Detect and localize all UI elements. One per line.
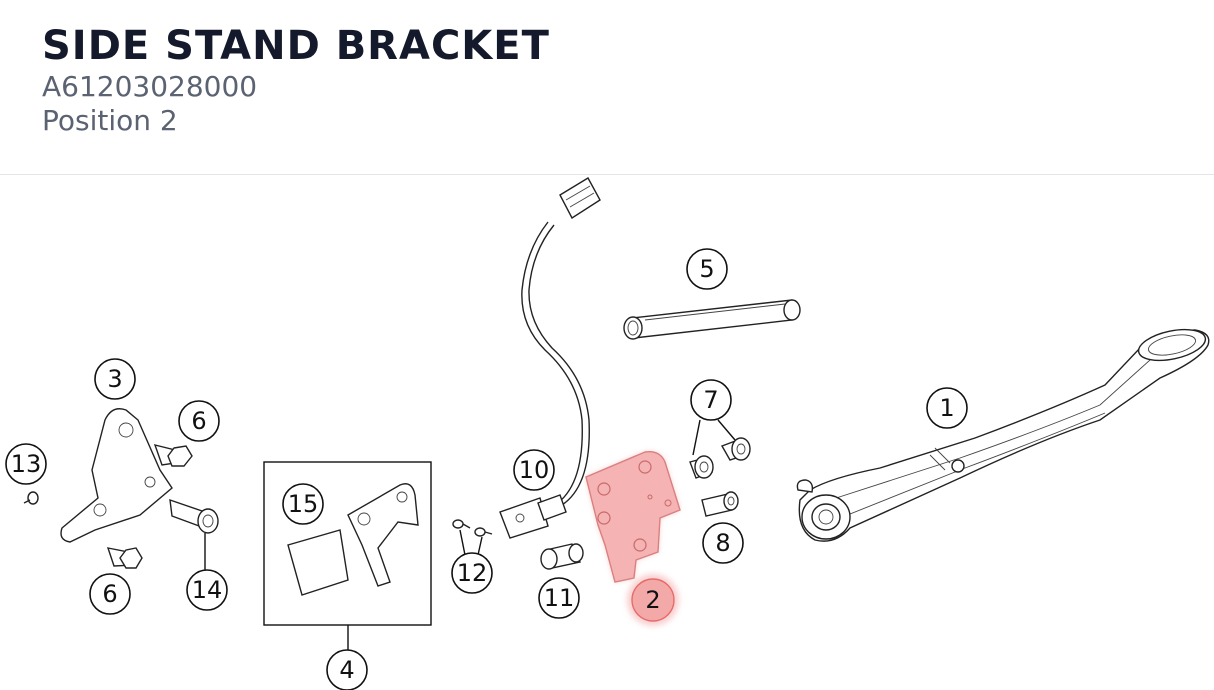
callout-2-highlighted[interactable]: 2 <box>627 574 679 626</box>
callout-3[interactable]: 3 <box>94 358 136 400</box>
header-divider <box>0 174 1214 175</box>
part-3-frame-bracket <box>60 408 173 543</box>
part-7-bolts <box>689 437 751 479</box>
part-6-nut-lower <box>106 547 143 569</box>
callout-11[interactable]: 11 <box>538 577 580 619</box>
svg-text:1: 1 <box>939 394 954 422</box>
callout-4[interactable]: 4 <box>326 649 368 690</box>
svg-text:10: 10 <box>519 456 550 484</box>
callout-1[interactable]: 1 <box>926 387 968 429</box>
svg-text:14: 14 <box>192 576 223 604</box>
part-13-screw <box>23 491 39 505</box>
part-12-screws <box>452 519 493 537</box>
svg-text:15: 15 <box>288 490 319 518</box>
svg-text:13: 13 <box>11 450 42 478</box>
part-8-bolt <box>701 491 739 517</box>
page-title: SIDE STAND BRACKET <box>42 23 550 69</box>
part-11-bushing <box>540 543 584 570</box>
header: SIDE STAND BRACKET A61203028000 Position… <box>42 22 550 138</box>
svg-text:3: 3 <box>107 365 122 393</box>
part-2-bracket-highlighted <box>585 451 681 583</box>
part-5-pivot-shaft <box>623 299 801 340</box>
part-6-nut-upper <box>153 444 193 467</box>
svg-text:11: 11 <box>544 584 575 612</box>
callout-12[interactable]: 12 <box>451 552 493 594</box>
svg-text:6: 6 <box>102 580 117 608</box>
leader-lines <box>204 419 736 570</box>
callout-15[interactable]: 15 <box>282 483 324 525</box>
part-number: A61203028000 <box>42 70 258 103</box>
part-10-switch-cable <box>499 177 601 539</box>
callout-7[interactable]: 7 <box>690 379 732 421</box>
callout-6-lower[interactable]: 6 <box>89 573 131 615</box>
callout-8[interactable]: 8 <box>702 522 744 564</box>
part-1-side-stand <box>796 328 1210 542</box>
svg-text:8: 8 <box>715 529 730 557</box>
callout-10[interactable]: 10 <box>513 449 555 491</box>
part-14-bolt <box>169 498 219 534</box>
callout-6-upper[interactable]: 6 <box>178 400 220 442</box>
svg-text:5: 5 <box>699 255 714 283</box>
callout-14[interactable]: 14 <box>186 569 228 611</box>
svg-text:7: 7 <box>703 386 718 414</box>
callout-13[interactable]: 13 <box>5 443 47 485</box>
position-label: Position 2 <box>42 104 178 137</box>
svg-text:12: 12 <box>457 559 488 587</box>
part-4-kit-box <box>263 461 432 652</box>
svg-text:6: 6 <box>191 407 206 435</box>
svg-text:4: 4 <box>339 656 354 684</box>
callout-5[interactable]: 5 <box>686 248 728 290</box>
svg-text:2: 2 <box>645 586 660 614</box>
